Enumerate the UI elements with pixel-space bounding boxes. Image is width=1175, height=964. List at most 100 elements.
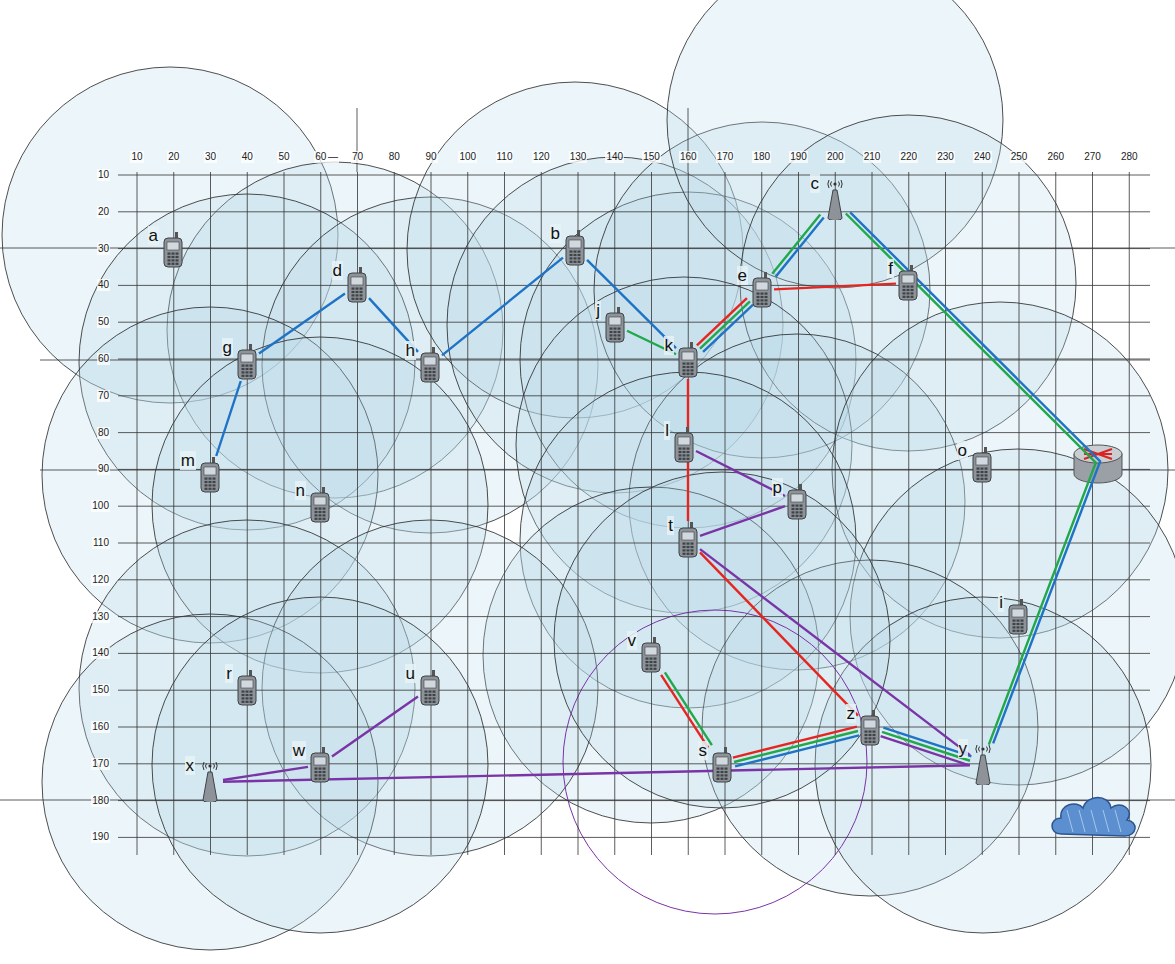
grid-line — [118, 763, 1150, 764]
axis-label: 110 — [496, 151, 514, 163]
phone-icon — [1007, 599, 1029, 635]
phone-icon — [419, 670, 441, 706]
mobile-node: e — [751, 272, 773, 308]
grid-line — [1055, 172, 1056, 855]
axis-label: 100 — [91, 500, 110, 512]
axis-label: 180 — [752, 151, 771, 163]
phone-icon — [711, 747, 733, 783]
mobile-node: t — [677, 522, 699, 558]
grid-line — [118, 579, 1150, 580]
route-line — [700, 552, 858, 715]
route-line — [259, 293, 345, 353]
grid-line — [284, 172, 285, 855]
route-line — [700, 506, 785, 536]
grid-line — [210, 172, 211, 855]
axis-label: 180 — [91, 795, 110, 807]
grid-line — [118, 616, 1150, 617]
route-line — [776, 217, 824, 276]
mobile-node: o — [971, 447, 993, 483]
range-circle — [563, 610, 867, 914]
route-line — [587, 260, 676, 348]
cloud-icon — [1052, 798, 1135, 837]
route-line — [223, 767, 308, 780]
axis-label: 60 — [314, 151, 327, 163]
grid-line — [1129, 172, 1130, 855]
route-line — [697, 298, 747, 345]
mobile-node: z — [859, 710, 881, 746]
grid-line — [578, 172, 579, 855]
axis-label: 70 — [97, 390, 110, 402]
route-line — [665, 672, 712, 745]
axis-label: 150 — [91, 684, 110, 696]
mobile-node: m — [199, 457, 221, 493]
grid-line — [688, 172, 689, 855]
node-letter: y — [958, 739, 969, 758]
route-line — [700, 301, 750, 348]
base-station: c — [823, 180, 847, 220]
mobile-node: i — [1007, 599, 1029, 635]
route-line — [216, 381, 241, 456]
axis-label: 10 — [97, 169, 110, 181]
axis-label: 250 — [1010, 151, 1029, 163]
phone-icon — [346, 267, 368, 303]
grid-line — [835, 172, 836, 855]
node-letter: d — [332, 261, 343, 280]
phone-icon — [673, 427, 695, 463]
axis-label: — — [327, 151, 339, 163]
grid-line — [118, 322, 1150, 323]
axis-label: 140 — [91, 647, 110, 659]
mobile-node: r — [236, 670, 258, 706]
grid-line — [118, 359, 1150, 360]
axis-label: 30 — [97, 243, 110, 255]
mobile-node: n — [309, 487, 331, 523]
route-line — [846, 214, 1096, 745]
grid — [0, 108, 1175, 855]
axis-label: 130 — [91, 611, 110, 623]
axis-label: 170 — [91, 758, 110, 770]
axis-label: 210 — [863, 151, 882, 163]
node-letter: u — [405, 664, 416, 683]
axis-label: 50 — [277, 151, 290, 163]
grid-line — [467, 172, 468, 855]
route-line — [442, 258, 563, 356]
mobile-node: d — [346, 267, 368, 303]
grid-line — [40, 360, 1150, 361]
grid-line — [118, 653, 1150, 654]
grid-line — [118, 543, 1150, 544]
base-station: x — [198, 762, 222, 802]
node-letter: a — [148, 226, 159, 245]
axis-label: 190 — [91, 831, 110, 843]
axis-label: 150 — [642, 151, 661, 163]
node-letter: t — [667, 516, 674, 535]
grid-line — [173, 172, 174, 855]
axis-label: 100 — [458, 151, 477, 163]
grid-line — [614, 172, 615, 855]
grid-line — [118, 175, 1150, 176]
phone-icon — [309, 487, 331, 523]
grid-line — [982, 172, 983, 855]
axis-label: 40 — [97, 279, 110, 291]
axis-label: 240 — [973, 151, 992, 163]
mobile-node: j — [604, 307, 626, 343]
tower-icon — [198, 762, 222, 802]
axis-label: 230 — [936, 151, 955, 163]
tower-icon — [823, 180, 847, 220]
route-line — [627, 331, 676, 354]
route-line — [881, 736, 969, 765]
axis-label: 20 — [167, 151, 180, 163]
axis-label: 200 — [826, 151, 845, 163]
axis-label: 90 — [97, 463, 110, 475]
phone-icon — [236, 670, 258, 706]
node-letter: h — [405, 341, 416, 360]
axis-label: 190 — [789, 151, 808, 163]
node-letter: p — [772, 478, 783, 497]
route-line — [774, 284, 896, 290]
route-line — [734, 731, 858, 762]
phone-icon — [236, 344, 258, 380]
route-line — [332, 696, 418, 756]
grid-line — [394, 172, 395, 855]
axis-label: 20 — [97, 206, 110, 218]
